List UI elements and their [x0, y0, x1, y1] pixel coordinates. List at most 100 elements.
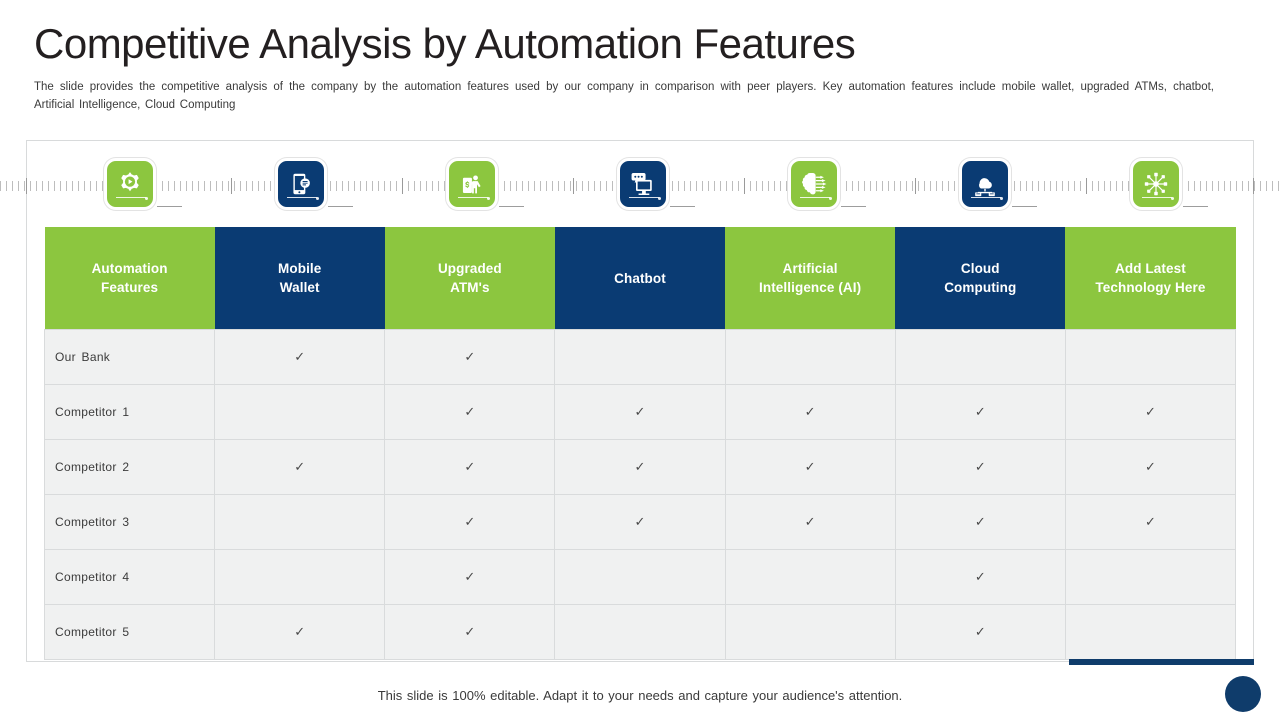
- cell-checked[interactable]: ✓: [384, 329, 556, 385]
- column-header-line-2: Computing: [944, 280, 1017, 295]
- check-icon: ✓: [1144, 459, 1156, 474]
- cell-checked[interactable]: ✓: [214, 604, 386, 660]
- cell-checked[interactable]: ✓: [554, 384, 726, 440]
- icon-underline: [458, 196, 488, 198]
- table-header: Automation Features Mobile Wallet Upgrad…: [44, 227, 1236, 330]
- cell-checked[interactable]: ✓: [384, 604, 556, 660]
- cell-checked[interactable]: ✓: [894, 494, 1066, 550]
- check-icon: ✓: [294, 349, 306, 364]
- icon-underline: [1142, 196, 1172, 198]
- check-icon: ✓: [294, 459, 306, 474]
- feature-icon-cloud-network[interactable]: [959, 158, 1011, 210]
- table-body: Our Bank✓✓✓✓✓✓Competitor 1✓✓✓✓✓✓Competit…: [43, 329, 1237, 660]
- column-header-automation-features[interactable]: Automation Features: [44, 227, 215, 330]
- cell-empty[interactable]: ✓: [724, 604, 896, 660]
- column-header-line-2: Features: [101, 280, 159, 295]
- ai-brain-icon: [802, 173, 827, 195]
- feature-icon-atm-money[interactable]: [446, 158, 498, 210]
- cell-checked[interactable]: ✓: [384, 549, 556, 605]
- icon-underline: [800, 196, 830, 198]
- cell-checked[interactable]: ✓: [1064, 494, 1237, 550]
- table-row: Competitor 4✓✓✓✓✓✓: [43, 549, 1237, 605]
- cell-checked[interactable]: ✓: [214, 439, 386, 495]
- cell-checked[interactable]: ✓: [894, 384, 1066, 440]
- icon-dot: [829, 197, 832, 200]
- column-header-artificial-intelligence[interactable]: Artificial Intelligence (AI): [725, 227, 896, 330]
- icon-dot: [145, 197, 148, 200]
- table-row: Competitor 2 ✓ ✓ ✓ ✓ ✓ ✓: [43, 439, 1237, 495]
- icon-underline: [971, 196, 1001, 198]
- column-header-chatbot[interactable]: Chatbot: [554, 227, 726, 330]
- cell-empty[interactable]: ✓: [554, 329, 726, 385]
- cell-empty[interactable]: ✓: [214, 384, 386, 440]
- feature-icon-mobile-payment[interactable]: [275, 158, 327, 210]
- icon-leader-line: [841, 206, 866, 207]
- column-header-add-latest-technology[interactable]: Add Latest Technology Here: [1065, 227, 1236, 330]
- page-subtitle: The slide provides the competitive analy…: [34, 81, 1214, 111]
- cell-checked[interactable]: ✓: [724, 439, 896, 495]
- check-icon: ✓: [974, 569, 986, 584]
- competitive-analysis-table: Automation Features Mobile Wallet Upgrad…: [43, 227, 1237, 660]
- row-label: Competitor 2: [43, 439, 216, 495]
- feature-icon-row: [0, 156, 1280, 216]
- table-row: Our Bank✓✓✓✓✓✓: [43, 329, 1237, 385]
- cell-checked[interactable]: ✓: [724, 494, 896, 550]
- check-icon: ✓: [974, 404, 986, 419]
- icon-leader-line: [1012, 206, 1037, 207]
- column-header-line-2: Wallet: [279, 280, 320, 295]
- column-header-upgraded-atms[interactable]: Upgraded ATM's: [384, 227, 555, 330]
- column-header-line-1: Cloud: [960, 261, 1000, 276]
- feature-icon-gear[interactable]: [104, 158, 156, 210]
- cell-checked[interactable]: ✓: [554, 494, 726, 550]
- column-header-cloud-computing[interactable]: Cloud Computing: [895, 227, 1066, 330]
- check-icon: ✓: [634, 459, 646, 474]
- row-label: Our Bank: [43, 329, 216, 385]
- cell-checked[interactable]: ✓: [1064, 384, 1237, 440]
- cell-empty[interactable]: ✓: [554, 604, 726, 660]
- check-icon: ✓: [464, 569, 476, 584]
- cell-checked[interactable]: ✓: [214, 329, 386, 385]
- cell-checked[interactable]: ✓: [384, 494, 556, 550]
- cell-checked[interactable]: ✓: [894, 439, 1066, 495]
- chatbot-monitor-icon: [631, 173, 652, 195]
- icon-leader-line: [499, 206, 524, 207]
- cell-empty[interactable]: ✓: [724, 549, 896, 605]
- cell-empty[interactable]: ✓: [1064, 549, 1237, 605]
- feature-icon-chatbot[interactable]: [617, 158, 669, 210]
- atm-money-icon: [462, 174, 481, 193]
- cell-checked[interactable]: ✓: [894, 604, 1066, 660]
- tech-nodes-icon: [1144, 172, 1168, 196]
- check-icon: ✓: [464, 349, 476, 364]
- cell-empty[interactable]: ✓: [1064, 604, 1237, 660]
- cell-checked[interactable]: ✓: [1064, 439, 1237, 495]
- column-header-mobile-wallet[interactable]: Mobile Wallet: [214, 227, 385, 330]
- check-icon: ✓: [804, 404, 816, 419]
- cell-empty[interactable]: ✓: [724, 329, 896, 385]
- cell-empty[interactable]: ✓: [554, 549, 726, 605]
- cell-checked[interactable]: ✓: [554, 439, 726, 495]
- mobile-payment-icon: [293, 173, 310, 195]
- cell-empty[interactable]: ✓: [214, 494, 386, 550]
- icon-dot: [316, 197, 319, 200]
- cell-checked[interactable]: ✓: [894, 549, 1066, 605]
- cell-checked[interactable]: ✓: [724, 384, 896, 440]
- column-header-line-2: Technology Here: [1095, 280, 1206, 295]
- cell-checked[interactable]: ✓: [384, 439, 556, 495]
- row-label: Competitor 3: [43, 494, 216, 550]
- accent-circle: [1225, 676, 1261, 712]
- feature-icon-tech-nodes[interactable]: [1130, 158, 1182, 210]
- cell-empty[interactable]: ✓: [214, 549, 386, 605]
- check-icon: ✓: [634, 514, 646, 529]
- table-row: Competitor 1✓✓✓✓✓✓: [43, 384, 1237, 440]
- table-row: Competitor 3✓✓✓✓✓✓: [43, 494, 1237, 550]
- cell-empty[interactable]: ✓: [1064, 329, 1237, 385]
- check-icon: ✓: [464, 459, 476, 474]
- cell-checked[interactable]: ✓: [384, 384, 556, 440]
- check-icon: ✓: [974, 459, 986, 474]
- column-header-line-1: Upgraded: [437, 261, 502, 276]
- column-header-line-1: Automation: [91, 261, 168, 276]
- cell-empty[interactable]: ✓: [894, 329, 1066, 385]
- icon-dot: [1000, 197, 1003, 200]
- feature-icon-ai-brain[interactable]: [788, 158, 840, 210]
- check-icon: ✓: [294, 624, 306, 639]
